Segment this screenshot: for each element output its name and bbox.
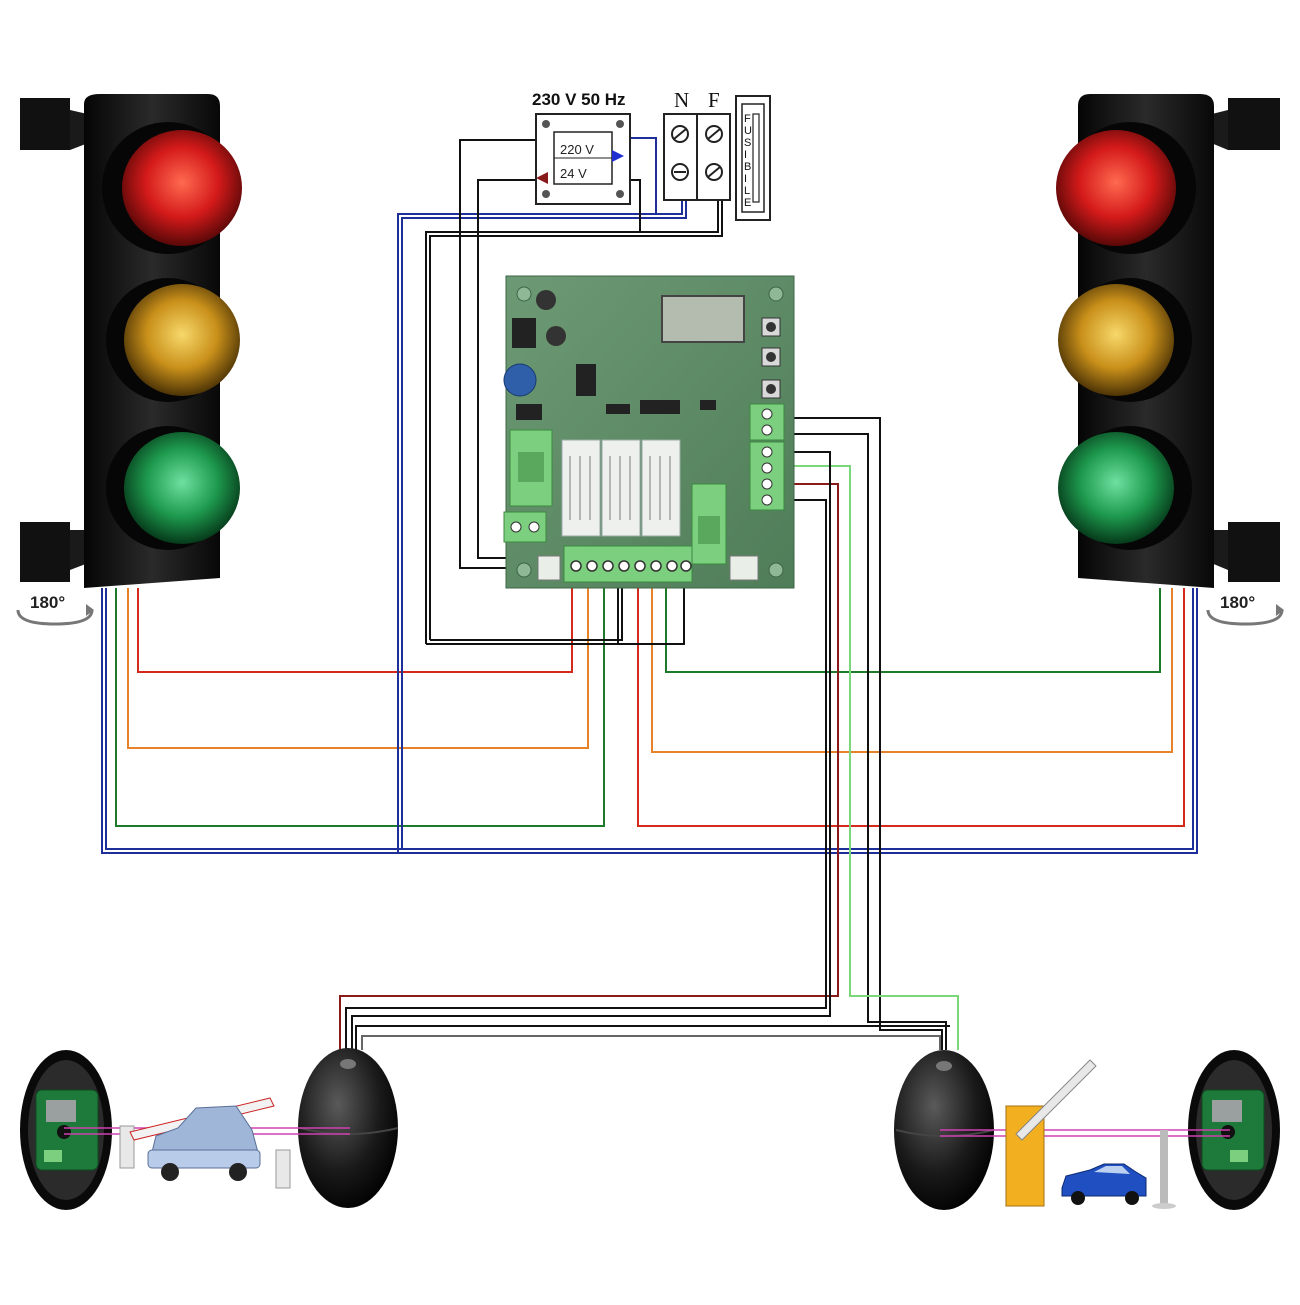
phase-label: F bbox=[708, 88, 720, 112]
rotate-arrow-icon bbox=[1206, 609, 1284, 626]
primary-voltage-label: 220 V bbox=[560, 142, 594, 157]
fuse-letter: L bbox=[744, 185, 750, 197]
lcd-display bbox=[661, 295, 745, 343]
fuse-letter: F bbox=[744, 113, 751, 125]
photocell-receiver-left bbox=[20, 1050, 112, 1210]
wires bbox=[101, 137, 1198, 1050]
wire-left-orange bbox=[127, 582, 589, 749]
traffic-light-right: 180° bbox=[1056, 94, 1284, 626]
wire-photo-black-4 bbox=[351, 451, 831, 1050]
wire-blue-riser-a bbox=[397, 200, 683, 853]
car-icon bbox=[1061, 1163, 1147, 1205]
wire-right-red bbox=[637, 582, 1185, 827]
wire-primary-black bbox=[630, 179, 641, 232]
ic-chip bbox=[606, 404, 630, 414]
secondary-arrow-icon bbox=[536, 172, 548, 184]
wire-left-blue-b bbox=[105, 588, 1194, 850]
wire-black-supply-d bbox=[430, 582, 623, 641]
wire-left-blue-a bbox=[101, 588, 1198, 854]
wire-photo-darkred bbox=[339, 483, 839, 1050]
fuse-letter: U bbox=[744, 125, 752, 137]
wire-photo-lightgreen bbox=[784, 465, 959, 1050]
secondary-voltage-label: 24 V bbox=[560, 166, 587, 181]
wire-photo-black-3 bbox=[345, 499, 827, 1050]
traffic-light-left: 180° bbox=[16, 94, 242, 626]
rotate-arrow-icon bbox=[16, 609, 94, 626]
wire-right-green bbox=[665, 582, 1161, 673]
primary-arrow-icon bbox=[612, 150, 624, 162]
capacitor bbox=[546, 326, 566, 346]
wire-photo-gray bbox=[361, 1035, 941, 1050]
left-yellow-lamp bbox=[124, 284, 240, 396]
fuse-letter: E bbox=[744, 197, 751, 209]
capacitor bbox=[503, 363, 537, 397]
transformer: 230 V 50 Hz 220 V 24 V bbox=[532, 90, 631, 205]
right-rotation-label: 180° bbox=[1220, 593, 1255, 612]
left-green-lamp bbox=[124, 432, 240, 544]
fuse-letter: B bbox=[744, 161, 751, 173]
car-icon bbox=[119, 1097, 291, 1189]
wire-right-orange bbox=[651, 582, 1173, 753]
right-yellow-lamp bbox=[1058, 284, 1174, 396]
fuse-letter: I bbox=[744, 149, 747, 161]
neutral-label: N bbox=[674, 88, 689, 112]
fuse-letter: I bbox=[744, 173, 747, 185]
wire-left-green bbox=[115, 582, 605, 827]
wire-primary-blue bbox=[630, 137, 657, 214]
wire-transformer-24v-a bbox=[459, 139, 536, 569]
wire-photo-black-1 bbox=[784, 417, 943, 1050]
wire-photo-black-2 bbox=[784, 433, 947, 1050]
photocell-receiver-right bbox=[1188, 1050, 1280, 1210]
capacitor bbox=[536, 290, 556, 310]
barrier-gate-icon bbox=[1005, 1059, 1176, 1209]
wire-transformer-24v-b bbox=[477, 179, 536, 559]
right-red-lamp bbox=[1056, 130, 1176, 246]
left-red-lamp bbox=[122, 130, 242, 246]
wire-left-red bbox=[137, 582, 573, 673]
power-terminal bbox=[503, 511, 547, 543]
right-green-lamp bbox=[1058, 432, 1174, 544]
relay-2 bbox=[601, 439, 641, 537]
mains-terminal-block: N F bbox=[663, 88, 731, 201]
relay-3 bbox=[641, 439, 681, 537]
ic-chip bbox=[640, 400, 680, 414]
wire-photo-black-5 bbox=[355, 1025, 950, 1050]
wire-black-supply-a bbox=[425, 198, 719, 644]
wire-black-supply-b bbox=[429, 198, 723, 640]
fuse-letter: S bbox=[744, 137, 751, 149]
left-rotation-label: 180° bbox=[30, 593, 65, 612]
supply-title: 230 V 50 Hz bbox=[532, 90, 626, 109]
relay-1 bbox=[561, 439, 601, 537]
control-board bbox=[503, 275, 795, 589]
wire-black-supply-c bbox=[426, 582, 685, 645]
wire-blue-riser-b bbox=[401, 200, 687, 849]
